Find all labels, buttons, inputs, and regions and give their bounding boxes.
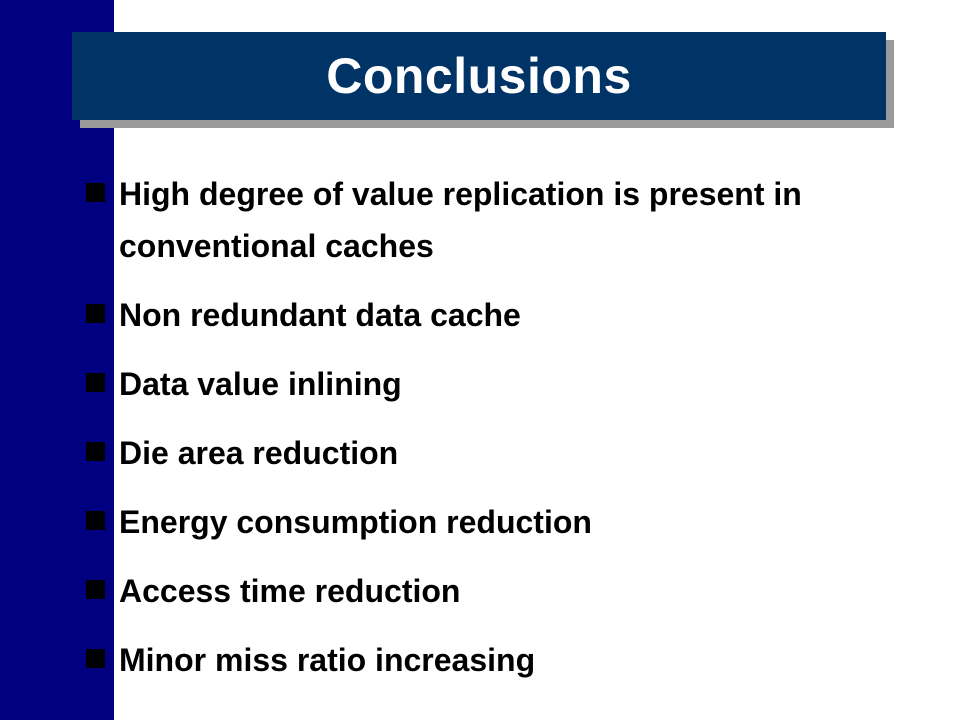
bullet-item: Die area reduction: [86, 427, 886, 479]
bullet-item: Minor miss ratio increasing: [86, 634, 886, 686]
bullet-text: Minor miss ratio increasing: [119, 642, 536, 678]
bullet-text: Energy consumption reduction: [119, 504, 592, 540]
bullet-item: Access time reduction: [86, 565, 886, 617]
bullet-item: Non redundant data cache: [86, 289, 886, 341]
bullet-text: Non redundant data cache: [119, 297, 521, 333]
bullet-item: Energy consumption reduction: [86, 496, 886, 548]
bullet-item: High degree of value replication is pres…: [86, 168, 886, 272]
title-box: Conclusions: [72, 32, 886, 120]
square-bullet-icon: [86, 373, 105, 392]
bullet-text: High degree of value replication is pres…: [119, 176, 802, 264]
bullet-list: High degree of value replication is pres…: [86, 168, 886, 703]
square-bullet-icon: [86, 304, 105, 323]
square-bullet-icon: [86, 442, 105, 461]
square-bullet-icon: [86, 580, 105, 599]
bullet-text: Data value inlining: [119, 366, 402, 402]
bullet-text: Die area reduction: [119, 435, 399, 471]
slide-title: Conclusions: [326, 48, 632, 104]
square-bullet-icon: [86, 183, 105, 202]
square-bullet-icon: [86, 649, 105, 668]
bullet-text: Access time reduction: [119, 573, 461, 609]
square-bullet-icon: [86, 511, 105, 530]
bullet-item: Data value inlining: [86, 358, 886, 410]
